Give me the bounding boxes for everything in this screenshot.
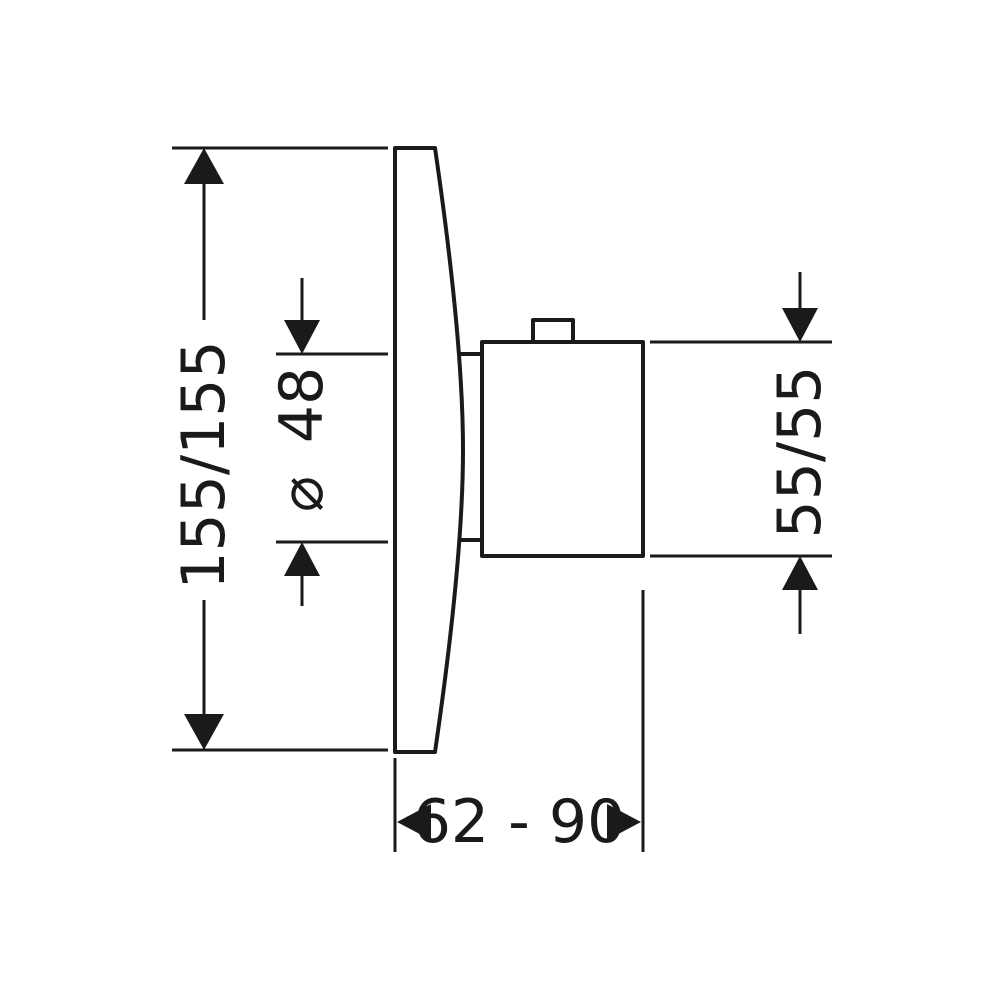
knob-height-dimension: 55/55 <box>650 272 835 634</box>
cover-plate <box>393 146 465 754</box>
arrow-down-icon <box>782 308 818 342</box>
diameter-symbol: ⌀ <box>267 476 337 512</box>
knob-height-label: 55/55 <box>765 366 835 539</box>
diameter-label: 48 <box>267 367 337 443</box>
diameter-dimension: ⌀ 48 <box>267 278 388 606</box>
arrow-down-icon <box>284 320 320 354</box>
knob-button <box>531 318 575 344</box>
knob-body <box>480 340 645 558</box>
depth-label: 62 - 90 <box>413 787 626 857</box>
arrow-down-icon <box>184 714 224 750</box>
arrow-right-icon <box>607 804 641 840</box>
arrow-up-icon <box>782 556 818 590</box>
product-outline <box>393 146 645 754</box>
arrow-up-icon <box>184 148 224 184</box>
arrow-left-icon <box>397 804 431 840</box>
depth-dimension: 62 - 90 <box>393 590 645 857</box>
arrow-up-icon <box>284 542 320 576</box>
height-dimension: 155/155 <box>169 146 388 752</box>
height-label: 155/155 <box>169 340 239 589</box>
